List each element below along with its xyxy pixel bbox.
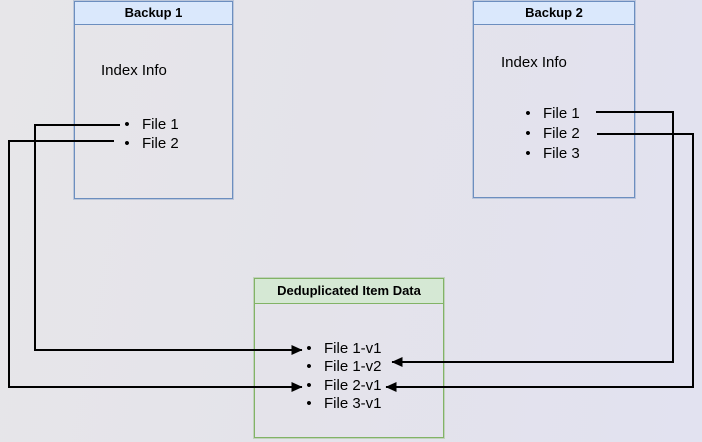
file-label: File 1: [543, 105, 580, 122]
bullet-icon: •: [525, 105, 531, 122]
bullet-icon: •: [124, 135, 130, 152]
file-label: File 2: [543, 125, 580, 142]
bullet-icon: •: [306, 394, 312, 412]
list-item: • File 3: [523, 144, 580, 164]
bullet-icon: •: [306, 340, 312, 357]
file-label: File 3: [543, 145, 580, 162]
bullet-icon: •: [306, 358, 312, 376]
backup2-title: Backup 2: [474, 2, 634, 25]
item-label: File 2-v1: [324, 376, 382, 394]
list-item: • File 2-v1: [304, 376, 382, 395]
backup1-index-info-label: Index Info: [101, 62, 167, 79]
backup1-file-list: • File 1 • File 2: [122, 115, 179, 153]
backup2-box: Backup 2: [473, 1, 635, 198]
list-item: • File 2: [523, 124, 580, 144]
bullet-icon: •: [525, 145, 531, 162]
item-label: File 3-v1: [324, 394, 382, 412]
list-item: • File 1-v2: [304, 358, 382, 376]
list-item: • File 1: [122, 115, 179, 134]
dedup-title: Deduplicated Item Data: [255, 279, 443, 304]
list-item: • File 3-v1: [304, 394, 382, 413]
dedup-item-list: • File 1-v1 • File 1-v2 • File 2-v1 • Fi…: [304, 340, 382, 413]
item-label: File 1-v1: [324, 340, 382, 357]
file-label: File 2: [142, 135, 179, 152]
item-label: File 1-v2: [324, 358, 382, 376]
backup2-index-info-label: Index Info: [501, 54, 567, 71]
bullet-icon: •: [124, 116, 130, 133]
backup2-file-list: • File 1 • File 2 • File 3: [523, 104, 580, 164]
bullet-icon: •: [306, 376, 312, 394]
list-item: • File 1: [523, 104, 580, 124]
list-item: • File 1-v1: [304, 340, 382, 358]
file-label: File 1: [142, 116, 179, 133]
list-item: • File 2: [122, 134, 179, 153]
backup1-title: Backup 1: [75, 2, 232, 25]
backup1-box: Backup 1: [74, 1, 233, 199]
bullet-icon: •: [525, 125, 531, 142]
